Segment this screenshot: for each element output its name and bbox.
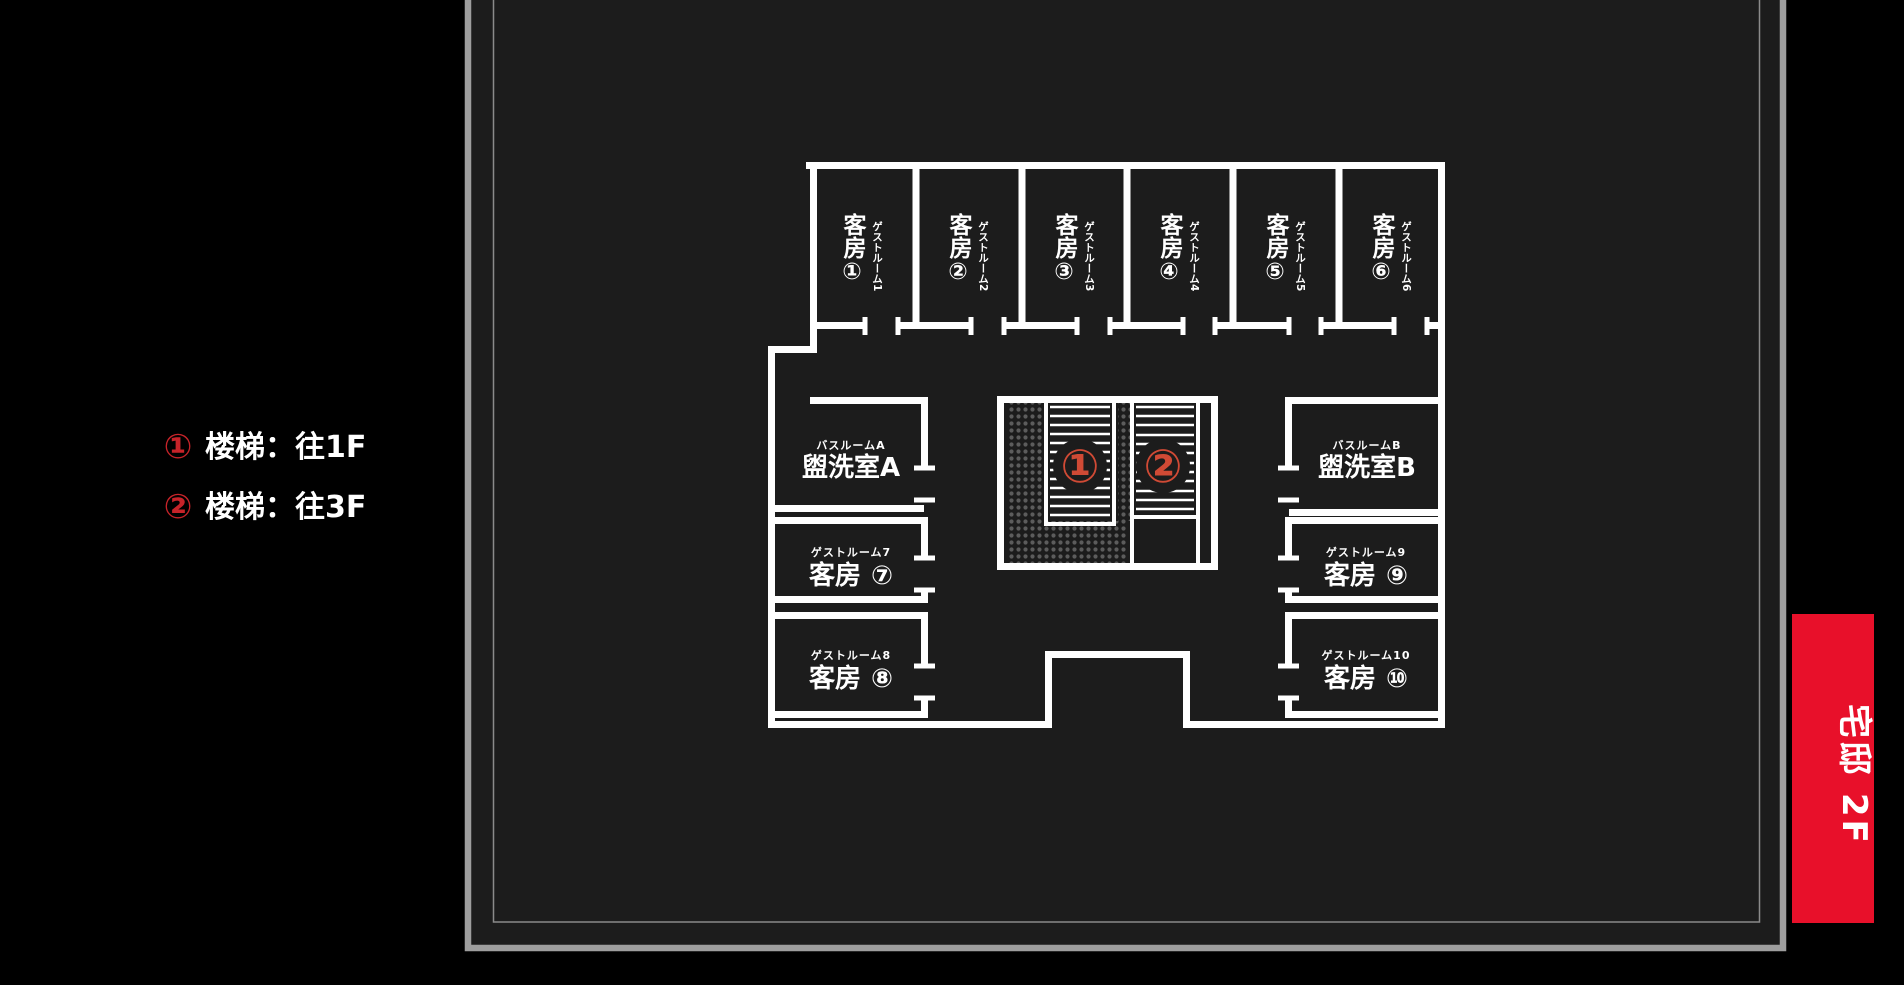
guest-room-kana: ゲストルーム5 bbox=[1294, 220, 1306, 291]
door-jambs-top bbox=[862, 317, 1430, 335]
washroom-b-walls bbox=[1285, 397, 1445, 516]
stairwell: ① ② bbox=[997, 396, 1218, 570]
washroom-a-door-jambs bbox=[914, 465, 935, 503]
stair-2-outline bbox=[1130, 403, 1200, 519]
washroom-a-label: 盥洗室A bbox=[802, 452, 900, 483]
legend-marker-2: ② bbox=[164, 487, 193, 527]
map-panel-inner-frame bbox=[492, 0, 1761, 923]
washroom-b-kana: バスルームB bbox=[1332, 439, 1401, 452]
legend-label-1: 楼梯：往1F bbox=[205, 430, 366, 465]
washroom-b-door-jambs bbox=[1278, 465, 1299, 503]
guest-room-kana: ゲストルーム2 bbox=[977, 220, 989, 291]
guest-room-kana: ゲストルーム4 bbox=[1188, 220, 1200, 291]
guest-room-kana: ゲストルーム7 bbox=[811, 545, 891, 559]
floor-banner: 宅邸 2F bbox=[1792, 614, 1874, 923]
guest-room-kana: ゲストルーム3 bbox=[1083, 220, 1095, 291]
guest-room-10-walls bbox=[1285, 612, 1445, 718]
legend-label-2: 楼梯：往3F bbox=[205, 490, 366, 525]
washroom-b-label: 盥洗室B bbox=[1318, 452, 1416, 483]
washroom-a-walls bbox=[775, 397, 928, 512]
outer-walls bbox=[768, 162, 1445, 728]
stair-lower-landing bbox=[1130, 519, 1200, 563]
guest-room-9-door-jambs bbox=[1278, 555, 1299, 593]
guest-room-7-door-jambs bbox=[914, 555, 935, 593]
guest-room-kana: ゲストルーム10 bbox=[1322, 648, 1411, 662]
stairwell-frame bbox=[997, 396, 1218, 570]
bottom-notch bbox=[1045, 651, 1190, 728]
legend-marker-1: ① bbox=[164, 427, 193, 467]
guest-room-10-door-jambs bbox=[1278, 663, 1299, 701]
stair-1-outline bbox=[1044, 403, 1116, 526]
stair-marker-2: ② bbox=[1144, 439, 1183, 493]
guest-room-8-walls bbox=[775, 612, 928, 718]
guest-room-kana: ゲストルーム6 bbox=[1400, 220, 1412, 291]
washroom-a-kana: バスルームA bbox=[816, 439, 885, 452]
guest-room-7-walls bbox=[775, 517, 928, 603]
legend: ① 楼梯：往1F ② 楼梯：往3F bbox=[164, 427, 367, 527]
guest-room-8-door-jambs bbox=[914, 663, 935, 701]
floor-banner-ribbon bbox=[1792, 614, 1874, 923]
washroom-b: バスルームB 盥洗室B bbox=[1278, 397, 1445, 516]
legend-item: ① 楼梯：往1F bbox=[164, 427, 367, 467]
floor-banner-label: 宅邸 2F bbox=[1834, 704, 1874, 846]
stair-marker-1-backdrop bbox=[1053, 439, 1107, 493]
washroom-a: バスルームA 盥洗室A bbox=[775, 397, 935, 512]
top-room-walls bbox=[810, 169, 1445, 335]
stair-marker-2-backdrop bbox=[1136, 439, 1190, 493]
legend-item: ② 楼梯：往3F bbox=[164, 487, 367, 527]
room-dividers bbox=[912, 169, 1343, 326]
stair-marker-1: ① bbox=[1061, 439, 1100, 493]
guest-room-kana: ゲストルーム1 bbox=[871, 220, 883, 291]
guest-room-kana: ゲストルーム9 bbox=[1326, 545, 1406, 559]
guest-room-9-walls bbox=[1285, 517, 1445, 603]
guest-room-kana: ゲストルーム8 bbox=[811, 648, 891, 662]
